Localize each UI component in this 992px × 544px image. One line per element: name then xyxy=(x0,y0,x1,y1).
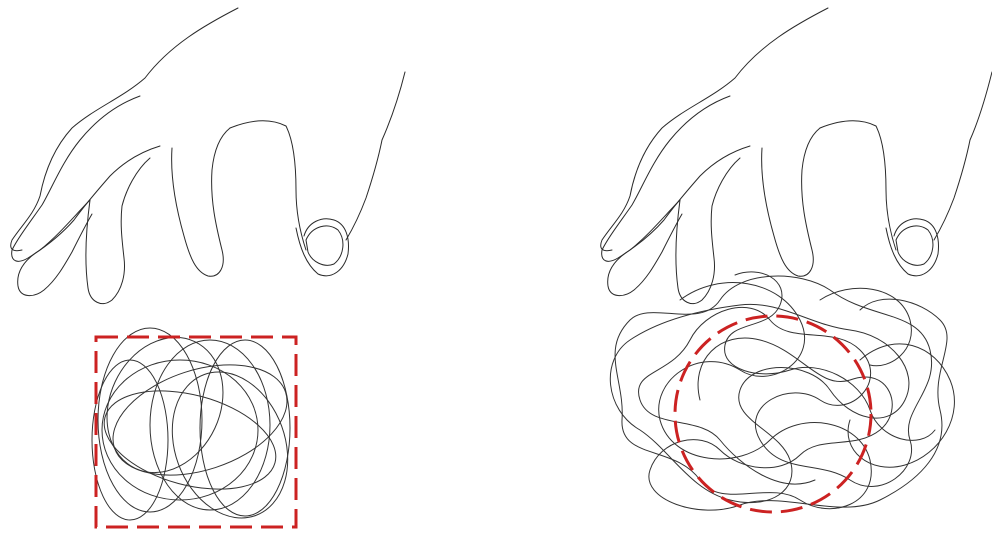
right-panel xyxy=(601,8,992,512)
right-hand-knuckle-line xyxy=(820,121,896,250)
right-hand-thumb xyxy=(886,219,938,276)
left-scribble-loop xyxy=(102,360,258,500)
left-hand-thumb xyxy=(296,219,348,276)
left-hand-illustration xyxy=(11,8,405,304)
right-hand-ring-finger xyxy=(676,158,740,304)
right-scribble xyxy=(610,272,954,510)
left-hand-wrist-line xyxy=(346,72,405,240)
right-hand-little-finger xyxy=(762,128,820,276)
right-hand-thumb-nail xyxy=(896,226,933,265)
left-hand-arm-edge xyxy=(11,8,238,251)
left-hand-knuckle-line xyxy=(230,121,306,250)
left-hand-index-finger xyxy=(12,96,160,261)
right-bounding-circle xyxy=(675,316,871,512)
right-hand-middle-finger xyxy=(608,200,682,296)
right-scribble-tangle xyxy=(610,304,909,502)
left-scribble xyxy=(86,318,308,534)
left-hand-thumb-nail xyxy=(306,226,343,265)
right-scribble-tangle xyxy=(725,272,935,441)
right-scribble-tangle xyxy=(615,276,932,509)
left-panel xyxy=(11,8,405,534)
right-hand-wrist-line xyxy=(934,72,992,240)
left-hand-little-finger xyxy=(172,128,230,276)
left-hand-ring-finger xyxy=(86,158,150,304)
right-hand-illustration xyxy=(601,8,992,304)
right-hand-index-finger xyxy=(602,96,750,261)
left-hand-middle-finger xyxy=(18,200,92,296)
right-hand-arm-edge xyxy=(601,8,828,251)
